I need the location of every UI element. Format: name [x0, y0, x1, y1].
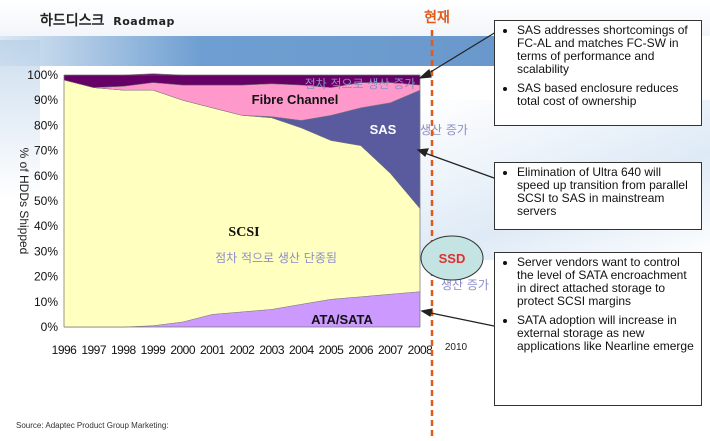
slide-title: 하드디스크 Roadmap — [40, 10, 175, 30]
x-tick-label: 2000 — [170, 343, 196, 357]
callout-bullet: SAS based enclosure reduces total cost o… — [517, 82, 695, 108]
callout-bullet: Elimination of Ultra 640 will speed up t… — [517, 166, 695, 218]
callout-ultra640: Elimination of Ultra 640 will speed up t… — [494, 162, 702, 230]
x-tick-label: 2007 — [378, 343, 404, 357]
series-label-fibre-channel: Fibre Channel — [252, 92, 339, 107]
ssd-label: SSD — [439, 251, 466, 266]
x-tick-label: 2008 — [408, 343, 434, 357]
callout-bullet: SAS addresses shortcomings of FC-AL and … — [517, 24, 695, 76]
x-tick-label: 2006 — [348, 343, 374, 357]
ssd-production-note: 생산 증가 — [441, 278, 489, 292]
arrow-scsi-transition-head — [416, 148, 429, 157]
decorative-swoosh-left — [0, 40, 40, 200]
ssd-bubble — [420, 235, 484, 281]
arrow-sas-fc-head — [418, 68, 432, 79]
x-tick-label: 1996 — [52, 343, 78, 357]
callout-sata-adoption: Server vendors want to control the level… — [494, 252, 702, 406]
y-tick-label: 70% — [34, 144, 58, 158]
series-label-sata: ATA/SATA — [311, 312, 373, 327]
y-axis-ticks: 0% 10% 20% 30% 40% 50% 60% 70% 80% 90% 100% — [27, 68, 58, 334]
x-tick-label: 1997 — [81, 343, 107, 357]
plot-frame — [63, 74, 421, 328]
x-tick-label: 2005 — [319, 343, 345, 357]
callout-bullet: Server vendors want to control the level… — [517, 256, 695, 308]
x-tick-label: 1999 — [141, 343, 167, 357]
sas-production-note: 생산 증가 — [420, 123, 468, 137]
slide-title-english: Roadmap — [113, 15, 175, 28]
arrow-sas-fc — [423, 31, 497, 77]
callout-arrows — [416, 31, 497, 327]
y-axis-label: % of HDDs Shipped — [17, 148, 31, 255]
y-tick-label: 100% — [27, 68, 58, 82]
arrow-sata-head — [420, 308, 433, 317]
y-tick-label: 20% — [34, 270, 58, 284]
x-tick-label: 2004 — [289, 343, 315, 357]
y-tick-label: 0% — [41, 320, 59, 334]
arrow-scsi-transition — [421, 151, 495, 179]
x-tick-label: 2001 — [200, 343, 226, 357]
y-tick-label: 30% — [34, 244, 58, 258]
arrow-sata — [425, 311, 495, 327]
y-tick-label: 10% — [34, 295, 58, 309]
y-tick-label: 60% — [34, 169, 58, 183]
fc-production-note: 점차 적으로 생산 증가 — [305, 77, 416, 91]
x-tick-label: 1998 — [111, 343, 137, 357]
callout-bullet: SATA adoption will increase in external … — [517, 314, 695, 353]
slide-title-korean: 하드디스크 — [40, 13, 105, 29]
year-2010-label: 2010 — [445, 342, 468, 353]
chart-areas — [63, 73, 421, 328]
current-year-label: 현재 — [424, 10, 450, 26]
x-tick-label: 2002 — [230, 343, 256, 357]
y-tick-label: 90% — [34, 93, 58, 107]
y-tick-label: 40% — [34, 219, 58, 233]
y-tick-label: 50% — [34, 194, 58, 208]
source-note: Source: Adaptec Product Group Marketing: — [16, 421, 169, 430]
callout-sas-benefits: SAS addresses shortcomings of FC-AL and … — [494, 20, 702, 126]
series-label-scsi: SCSI — [228, 225, 259, 240]
scsi-phaseout-note: 점차 적으로 생산 단종됨 — [215, 251, 337, 265]
y-tick-label: 80% — [34, 118, 58, 132]
series-label-sas: SAS — [370, 122, 397, 137]
title-underline-band — [0, 36, 500, 66]
x-tick-label: 2003 — [259, 343, 285, 357]
